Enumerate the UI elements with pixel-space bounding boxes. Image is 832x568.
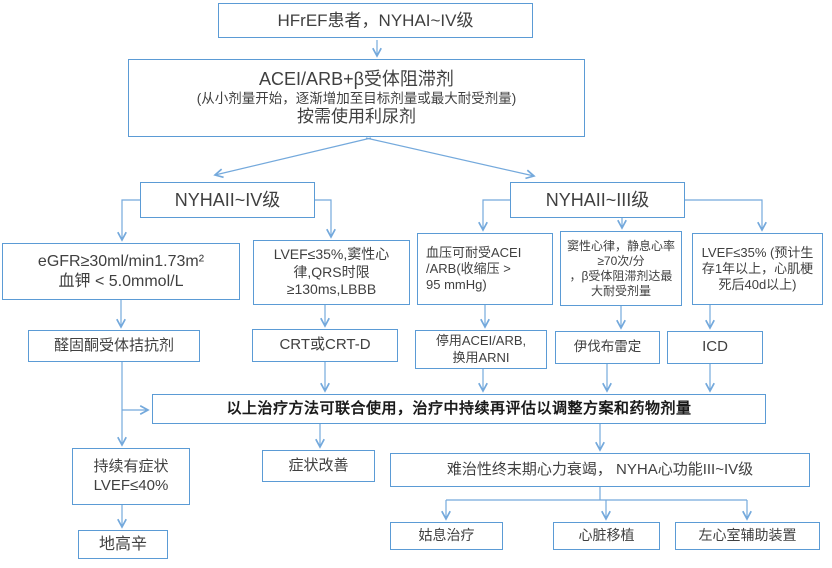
node-digoxin: 地高辛 bbox=[78, 530, 168, 559]
node-icd-criteria: LVEF≤35% (预计生 存1年以上，心肌梗 死后40d以上) bbox=[692, 233, 823, 305]
base-therapy-title: ACEI/ARB+β受体阻滞剂 bbox=[259, 68, 454, 89]
node-icd: ICD bbox=[667, 331, 763, 364]
node-start: HFrEF患者，NYHAI~IV级 bbox=[218, 3, 533, 38]
node-sinus-criteria: 窦性心律，静息心率 ≥70次/分 ，β受体阻滞剂达最 大耐受剂量 bbox=[560, 231, 682, 306]
node-crt: CRT或CRT-D bbox=[252, 329, 398, 362]
node-mra: 醛固酮受体拮抗剂 bbox=[28, 330, 200, 362]
node-lvad: 左心室辅助装置 bbox=[675, 522, 820, 550]
node-persistent-symptoms: 持续有症状 LVEF≤40% bbox=[72, 448, 190, 505]
node-crt-criteria: LVEF≤35%,窦性心 律,QRS时限 ≥130ms,LBBB bbox=[253, 240, 410, 305]
node-base-therapy: ACEI/ARB+β受体阻滞剂 (从小剂量开始，逐渐增加至目标剂量或最大耐受剂量… bbox=[128, 59, 585, 137]
node-combine-note: 以上治疗方法可联合使用，治疗中持续再评估以调整方案和药物剂量 bbox=[152, 394, 766, 424]
node-nyha-ii-iii: NYHAII~III级 bbox=[510, 182, 685, 218]
base-therapy-subtitle: (从小剂量开始，逐渐增加至目标剂量或最大耐受剂量) bbox=[196, 90, 517, 106]
node-symptom-improved: 症状改善 bbox=[262, 450, 375, 482]
node-ivabradine: 伊伐布雷定 bbox=[555, 331, 660, 364]
node-nyha-ii-iv: NYHAII~IV级 bbox=[140, 182, 315, 218]
node-arni: 停用ACEI/ARB, 换用ARNI bbox=[415, 330, 547, 369]
node-bp-criteria: 血压可耐受ACEI /ARB(收缩压 > 95 mmHg) bbox=[417, 233, 553, 305]
node-egfr-criteria: eGFR≥30ml/min1.73m² 血钾 < 5.0mmol/L bbox=[2, 243, 240, 300]
node-palliative: 姑息治疗 bbox=[390, 522, 503, 550]
base-therapy-note: 按需使用利尿剂 bbox=[297, 106, 416, 126]
node-refractory: 难治性终末期心力衰竭， NYHA心功能III~IV级 bbox=[390, 453, 810, 487]
node-transplant: 心脏移植 bbox=[553, 522, 660, 550]
